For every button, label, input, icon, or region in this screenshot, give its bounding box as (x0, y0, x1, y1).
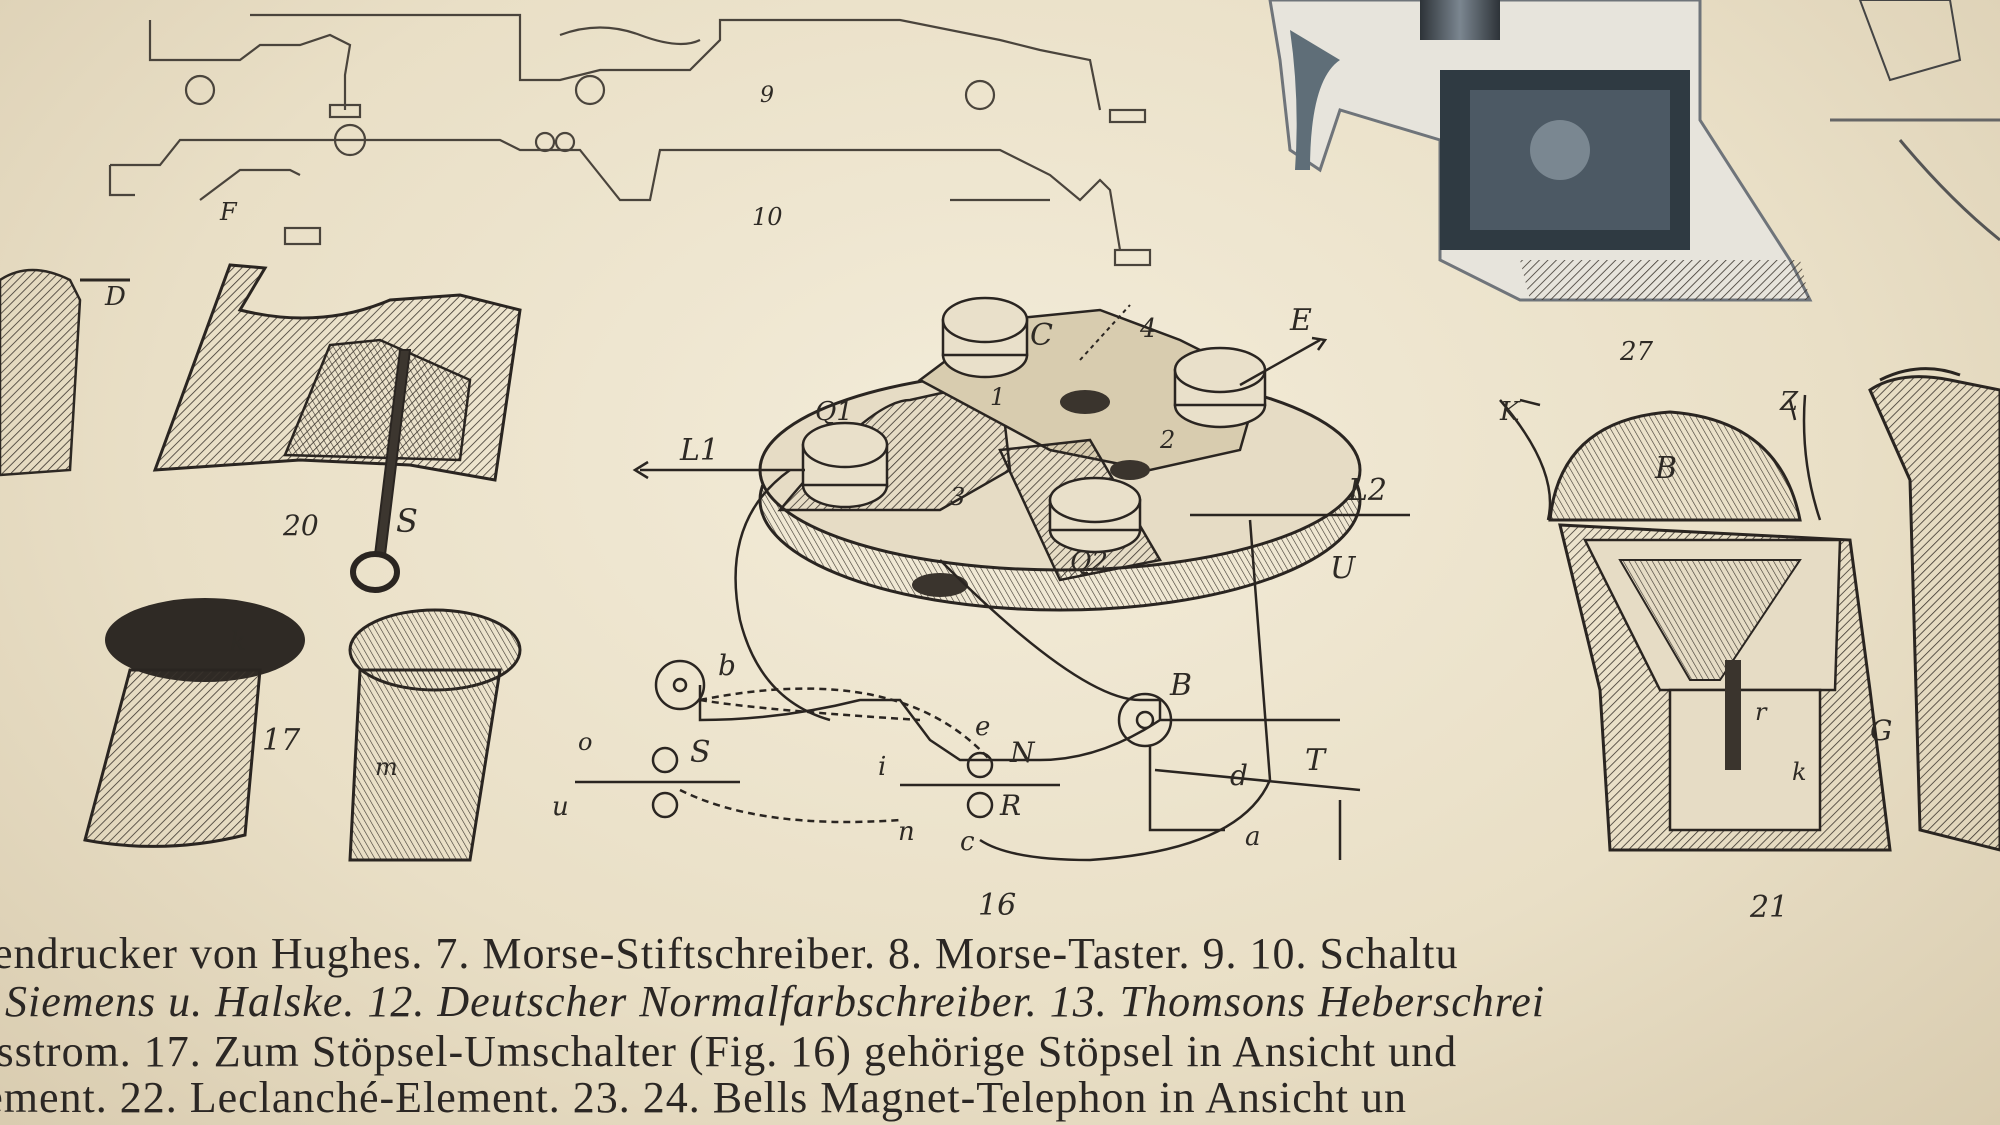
fig20-number: 20 (282, 509, 319, 542)
caption-line-1: bendrucker von Hughes. 7. Morse-Stiftsch… (0, 929, 1459, 978)
fig17-number: 17 (262, 723, 301, 758)
partial-figure-right (1868, 367, 2000, 852)
label-S-fig16: S (690, 735, 711, 770)
caption-line-2: n Siemens u. Halske. 12. Deutscher Norma… (0, 977, 1546, 1026)
label-C: C (1030, 318, 1053, 353)
element-fig21 (1499, 394, 1892, 852)
fig16-number: 16 (978, 888, 1016, 923)
label-L1: L1 (679, 433, 719, 468)
label-D: D (104, 282, 126, 312)
label-m: m (375, 753, 398, 781)
label-S-fig20: S (396, 502, 418, 540)
label-N: N (1009, 736, 1036, 769)
partial-figure-left (0, 268, 130, 477)
label-Q1: Q1 (815, 397, 853, 427)
label-c: c (960, 827, 975, 857)
caption-line-3: itsstrom. 17. Zum Stöpsel-Umschalter (Fi… (0, 1027, 1458, 1076)
plate-caption: bendrucker von Hughes. 7. Morse-Stiftsch… (0, 920, 2000, 1125)
label-3: 3 (950, 483, 965, 511)
label-E: E (1289, 303, 1312, 338)
fig21-number: 21 (1749, 890, 1788, 925)
label-R: R (999, 789, 1021, 822)
fig10-number: 10 (752, 203, 783, 231)
label-T: T (1305, 743, 1327, 778)
label-i: i (878, 752, 886, 782)
label-2: 2 (1159, 426, 1175, 454)
label-U: U (1330, 551, 1357, 586)
label-Q2: Q2 (1070, 547, 1108, 577)
label-Z: Z (1779, 387, 1799, 417)
apparatus-fig27 (1268, 0, 2000, 302)
label-d: d (1230, 759, 1248, 792)
label-a: a (1245, 822, 1261, 852)
label-r: r (1755, 698, 1768, 726)
plug-socket-fig20 (152, 263, 522, 593)
fig9-number: 9 (760, 83, 774, 108)
label-k-fig21: k (1792, 758, 1807, 786)
label-4: 4 (1139, 314, 1157, 344)
label-u: u (552, 792, 569, 822)
switchboard-fig16 (632, 296, 1410, 612)
label-k: k (230, 627, 246, 657)
label-B-fig16: B (1169, 668, 1192, 703)
label-K: K (1499, 397, 1521, 427)
label-L2: L2 (1347, 473, 1387, 508)
label-1: 1 (990, 383, 1005, 411)
label-F: F (219, 198, 238, 226)
label-G: G (1870, 714, 1892, 747)
switchboard-wiring (575, 468, 1361, 862)
caption-line-4: lement. 22. Leclanché-Element. 23. 24. B… (0, 1073, 1408, 1122)
plug-fig17-left (83, 598, 305, 848)
label-b: b (718, 649, 736, 682)
circuit-diagram-fig9 (148, 13, 1147, 124)
label-n: n (898, 817, 915, 847)
label-B-fig21: B (1654, 451, 1677, 486)
label-e: e (975, 712, 990, 742)
circuit-diagram-fig10 (108, 123, 1152, 267)
plug-fig17-right (348, 608, 522, 862)
fig27-number: 27 (1619, 337, 1654, 367)
label-o: o (578, 728, 592, 756)
